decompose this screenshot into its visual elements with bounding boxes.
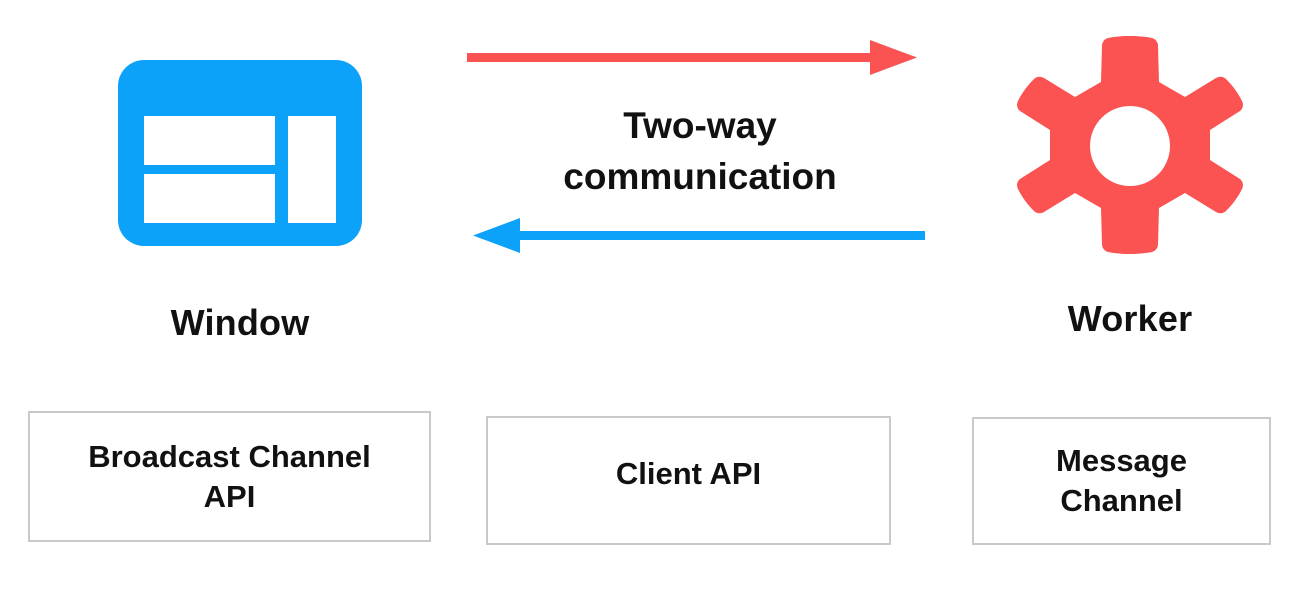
gear-icon [1016,30,1244,262]
api-box-label: Broadcast Channel API [88,438,371,514]
center-label-line-2: communication [563,156,837,198]
window-node-caption: Window [170,302,310,343]
api-box-client-api: Client API [486,416,891,545]
arrow-worker-to-window [473,218,925,253]
api-box-label: Client API [615,455,762,491]
arrow-window-to-worker [467,40,917,75]
center-label: Two-way communication [475,100,925,202]
arrow-group [455,28,935,273]
api-box-message-channel: Message Channel [972,417,1271,545]
center-label-line-1: Two-way [623,105,777,146]
browser-window-icon [118,60,362,246]
api-box-broadcast-channel-api: Broadcast Channel API [28,411,431,542]
api-box-label: Message Channel [1056,443,1187,518]
worker-node-caption: Worker [1067,298,1193,339]
